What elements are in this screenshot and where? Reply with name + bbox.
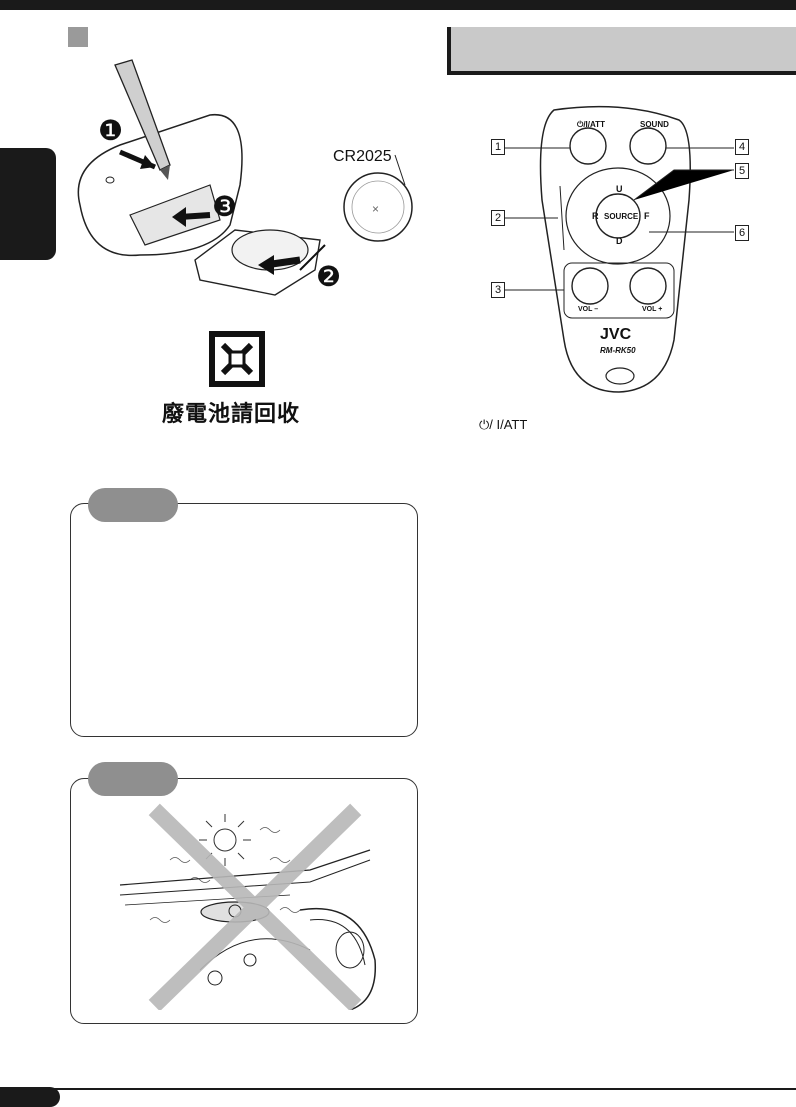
vol-plus-label: VOL + xyxy=(642,306,663,313)
callout-6: 6 xyxy=(735,225,749,241)
caution-box xyxy=(70,503,418,737)
model-name: RM-RK50 xyxy=(600,346,636,355)
caution-label-pill xyxy=(88,488,178,522)
recycle-text: 廢電池請回收 xyxy=(162,401,301,427)
section-heading-box xyxy=(447,27,796,75)
warning-label-pill xyxy=(88,762,178,796)
remote-control-diagram xyxy=(504,105,734,393)
power-att-button-label: ⏻/I/ATT xyxy=(577,120,605,129)
step-2-marker: ❷ xyxy=(316,261,342,292)
language-side-tab xyxy=(0,148,56,260)
svg-text:×: × xyxy=(372,202,379,216)
sound-button-label: SOUND xyxy=(640,120,669,129)
sunlight-dashboard-illustration xyxy=(119,803,377,1010)
callout-4: 4 xyxy=(735,139,749,155)
recycle-icon xyxy=(209,331,265,387)
source-button-label: SOURCE xyxy=(604,212,639,221)
step-1-marker: ❶ xyxy=(98,115,124,146)
battery-replacement-illustration: × xyxy=(77,59,413,296)
battery-type-label: CR2025 xyxy=(333,148,392,165)
step-3-marker: ❸ xyxy=(212,191,238,222)
bottom-rule xyxy=(0,1088,796,1090)
page-number-tab xyxy=(0,1087,60,1107)
warning-box xyxy=(70,778,418,1024)
power-att-legend-label: ⏻/ I/ATT xyxy=(479,417,528,432)
up-button-label: U xyxy=(616,184,623,194)
callout-5: 5 xyxy=(735,163,749,179)
right-button-label: F xyxy=(644,211,650,221)
down-button-label: D xyxy=(616,236,623,246)
brand-logo: JVC xyxy=(600,326,632,343)
callout-1: 1 xyxy=(491,139,505,155)
vol-minus-label: VOL – xyxy=(578,306,599,313)
section-marker xyxy=(68,27,88,47)
top-rule xyxy=(0,0,796,10)
callout-2: 2 xyxy=(491,210,505,226)
left-button-label: R xyxy=(592,211,599,221)
callout-3: 3 xyxy=(491,282,505,298)
